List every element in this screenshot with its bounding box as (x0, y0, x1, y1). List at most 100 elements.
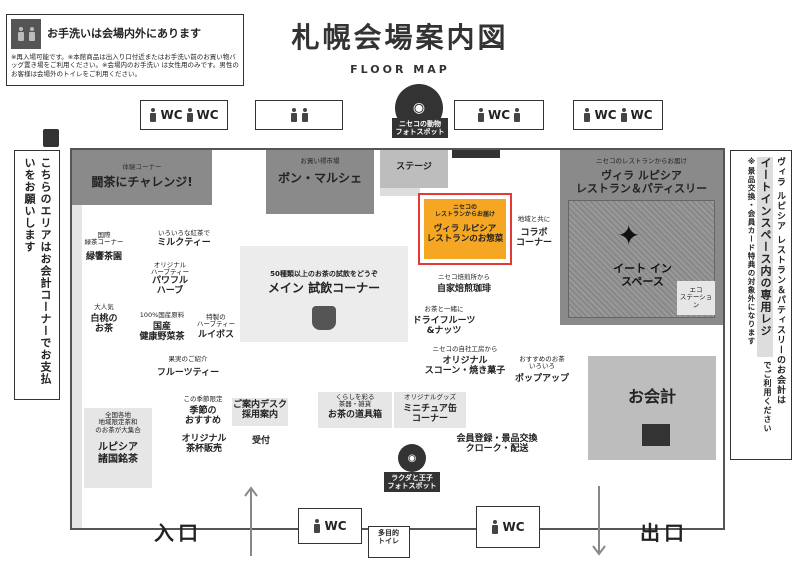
multi-toilet-label: 多目的 トイレ (378, 529, 399, 546)
person-icon (301, 108, 309, 122)
white-peach-tea: 大人気 白桃の お茶 (80, 298, 128, 350)
info-desk-label: ご案内デスク 採用案内 (232, 400, 287, 421)
collab-top: 地域と共に (517, 215, 551, 223)
wc-bottom-2: WC (476, 506, 540, 548)
powerful-herb-main: パワフル ハーブ (151, 276, 188, 297)
scones-main: オリジナル スコーン・焼き菓子 (424, 356, 506, 377)
page-title: 札幌会場案内図 (291, 21, 509, 54)
collab-main: コラボ コーナー (515, 228, 552, 249)
photo-spot-bar (452, 150, 500, 158)
left-notice-text: こちらのエリアはお会計コーナーでお支払いをお願いします (23, 157, 52, 385)
stage-area: ステージ (380, 150, 448, 188)
wc-label: WC (630, 108, 653, 122)
stage-bar (380, 188, 420, 196)
restaurant-top: ニセコのレストランからお届け (596, 157, 687, 165)
left-payment-notice: こちらのエリアはお会計コーナーでお支払いをお願いします (14, 129, 60, 400)
rooibos-top: 特製の ハーブティー (196, 313, 236, 329)
tea-tools-top: くらしを彩る 茶器・雑貨 (335, 393, 375, 409)
wc-top-4: WC WC (573, 100, 663, 130)
lupicia-regional: 全国各地 地域限定茶和 のお茶が大集合 ルピシア 諸国銘茶 (84, 408, 152, 488)
right-notice-text3: でご利用ください (763, 361, 772, 433)
multi-toilet: 多目的 トイレ (368, 526, 410, 558)
wc-label: WC (487, 108, 511, 122)
tea-tools-main: お茶の道具箱 (327, 410, 382, 420)
main-tasting-top: 50種類以上のお茶の試飲をどうぞ (270, 270, 378, 278)
right-notice-note: ※景品交換・会員カード特典の対象外になります (747, 157, 756, 346)
scones-top: ニセコの自社工房から (432, 345, 498, 353)
person-icon (583, 108, 591, 122)
corridor-left (72, 150, 82, 528)
domestic-veg-main: 国産 健康野菜茶 (139, 322, 185, 343)
dried-fruits-main: ドライフルーツ &ナッツ (412, 316, 476, 337)
fork-knife-icon: ✦ (617, 219, 641, 252)
main-tasting-main: メイン 試飲コーナー (267, 281, 381, 295)
person-icon (290, 108, 298, 122)
right-notice-text1: ヴィラ ルピシア レストラン＆パティスリーのお会計は (775, 157, 785, 406)
teapot-icon (312, 306, 336, 330)
miniature-main: ミニチュア缶 コーナー (403, 404, 457, 425)
home-roast-top: ニセコ焙煎所から (438, 273, 490, 281)
person-icon (313, 519, 321, 533)
eco-station: エコ ステーション (677, 281, 715, 315)
bon-marche-main: ボン・マルシェ (277, 171, 362, 185)
powerful-herb: オリジナル ハーブティー パワフル ハーブ (140, 261, 200, 302)
right-restaurant-notice: ヴィラ ルピシア レストラン＆パティスリーのお会計は イートインスペース内の専用… (730, 150, 792, 460)
restroom-notice-heading: お手洗いは会場内外にあります (47, 27, 201, 40)
green-tea-main: 緑響茶園 (85, 252, 122, 262)
milk-tea-top: いろいろな紅茶で (158, 229, 210, 237)
restaurant-area: ニセコのレストランからお届け ヴィラ ルピシア レストラン＆パティスリー ✦ イ… (560, 150, 723, 325)
info-desk: ご案内デスク 採用案内 (232, 398, 288, 426)
wc-label: WC (324, 519, 347, 533)
right-notice-text2: イートインスペース内の専用レジ (757, 157, 773, 357)
fruit-tea-main: フルーツティー (156, 368, 220, 378)
wc-top-3: WC (454, 100, 544, 130)
person-icon (491, 520, 499, 534)
checkout-area: お会計 (588, 356, 716, 460)
exit-arrow (592, 484, 606, 558)
green-tea-top: 国際 緑茶コーナー (84, 231, 124, 247)
milk-tea: いろいろな紅茶で ミルクティー (150, 229, 218, 256)
restroom-notice-note: ※再入場可能です。※本館商品は出入り口付近またはお手洗い前のお買い物バッグ置き場… (11, 53, 239, 78)
wc-top-2 (255, 100, 343, 130)
dried-fruits-top: お茶と一緒に (424, 305, 464, 313)
featured-top: ニセコの レストランからお届け (434, 204, 495, 218)
bag-icon (43, 129, 59, 147)
original-cups: オリジナル 茶杯販売 (176, 432, 232, 460)
eco-station-label: エコ ステーション (679, 286, 713, 309)
seasonal-top: この季節限定 (183, 395, 223, 403)
membership-label: 会員登録・景品交換 クローク・配送 (456, 434, 538, 455)
wc-top-1: WC WC (140, 100, 228, 130)
tasting-challenge-area: 体験コーナー 闘茶にチャレンジ! (72, 150, 212, 205)
white-peach-top: 大人気 (94, 303, 114, 311)
eat-in-space: ✦ イート イン スペース エコ ステーション (568, 200, 715, 318)
seasonal: この季節限定 季節の おすすめ (176, 395, 230, 430)
fruit-tea-top: 果実のご紹介 (168, 355, 208, 363)
person-icon (477, 108, 485, 122)
page-subtitle: FLOOR MAP (350, 63, 450, 76)
rooibos: 特製の ハーブティー ルイボス (194, 313, 238, 348)
fruit-tea: 果実のご紹介 フルーツティー (140, 355, 236, 382)
featured-main: ヴィラ ルピシア レストランのお惣菜 (426, 224, 504, 244)
milk-tea-main: ミルクティー (157, 238, 211, 248)
tea-tools: くらしを彩る 茶器・雑貨 お茶の道具箱 (318, 392, 392, 428)
bon-marche-top: お買い得市場 (300, 157, 340, 165)
green-tea-garden: 国際 緑茶コーナー 緑響茶園 (80, 228, 128, 280)
membership-desk: 会員登録・景品交換 クローク・配送 (454, 434, 540, 460)
bon-marche-area: お買い得市場 ボン・マルシェ (266, 150, 374, 214)
wc-label: WC (594, 108, 617, 122)
tasting-challenge-main: 闘茶にチャレンジ! (91, 175, 193, 189)
miniature-tins: オリジナルグッズ ミニチュア缶 コーナー (394, 392, 466, 428)
popup-shop: おすすめのお茶 いろいろ ポップアップ (514, 355, 570, 390)
camera-icon-2: ◉ (398, 444, 426, 472)
home-roast-coffee: ニセコ焙煎所から 自家焙煎珈琲 (428, 273, 500, 300)
entrance-label: 入口 (154, 521, 202, 545)
domestic-veg-top: 100%国産原料 (139, 311, 185, 319)
person-icon (620, 108, 628, 122)
exit-label: 出口 (640, 521, 688, 545)
restroom-icon (11, 19, 41, 49)
entrance-arrow (244, 484, 258, 558)
powerful-herb-top: オリジナル ハーブティー (150, 261, 190, 277)
camel-photo-spot: ラクダと王子 フォトスポット (384, 472, 440, 493)
popup-top: おすすめのお茶 いろいろ (519, 355, 565, 371)
lupicia-regional-main: ルピシア 諸国銘茶 (98, 442, 138, 465)
